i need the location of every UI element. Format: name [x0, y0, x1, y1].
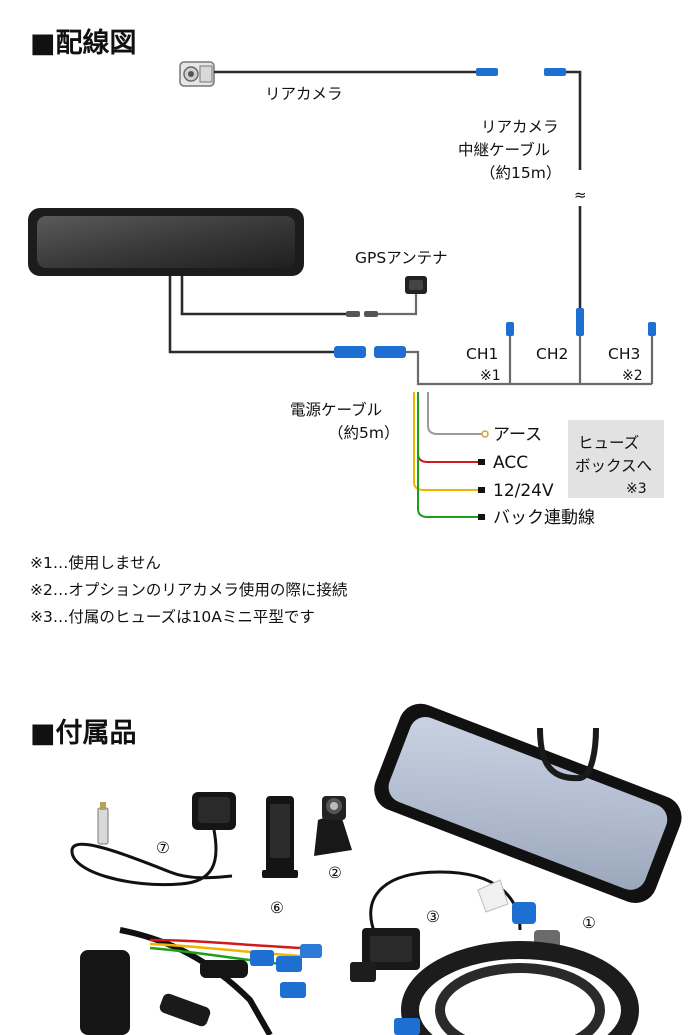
break-mark-icon: ≈: [574, 186, 587, 204]
wire-line: [417, 392, 480, 518]
wire-label: 12/24V: [493, 481, 554, 501]
coil-plug-icon: [394, 1018, 420, 1035]
fuse-box-label-2: ボックスへ: [575, 457, 652, 475]
channel-connector-icon: [506, 308, 656, 336]
gps-antenna-photo-icon: [192, 792, 236, 830]
relay-cable-label-1: リアカメラ: [481, 118, 559, 136]
wire-terminal-icon: [478, 487, 485, 493]
item-number-6: ⑥: [270, 899, 284, 917]
ch2-label: CH2: [536, 345, 568, 363]
relay-cable-upper: [566, 70, 582, 170]
item-number-7: ⑦: [156, 839, 170, 857]
power-harness-photo-icon: [80, 927, 322, 1035]
wire-line: [427, 392, 482, 435]
mounting-clip-icon: [262, 796, 298, 878]
mirror-main-cable: [168, 276, 334, 354]
gps-label: GPSアンテナ: [355, 249, 448, 267]
mirror-gps-cable: [180, 276, 346, 316]
fuse-note: ※3: [626, 481, 647, 497]
power-cable-label-2: （約5m）: [328, 424, 399, 442]
harness-trunk: [406, 350, 652, 386]
wire-terminal-icon: [478, 459, 485, 465]
cable-coil-icon: [401, 941, 639, 1035]
wiring-title: ■配線図: [30, 27, 137, 59]
gps-connector-icon: [346, 311, 378, 317]
item-number-3: ③: [426, 908, 440, 926]
rear-camera-icon: [179, 61, 215, 87]
relay-cable-label-2: 中継ケーブル: [458, 140, 550, 159]
rear-camera-photo-icon: [314, 796, 352, 856]
note-3: ※3…付属のヒューズは10Aミニ平型です: [30, 608, 315, 626]
ch3-note: ※2: [622, 368, 643, 384]
cable-connector-photo-icon: [350, 928, 420, 982]
cable-coil-inner-icon: [435, 963, 605, 1035]
ch1-label: CH1: [466, 345, 498, 363]
wire-label: バック連動線: [493, 508, 595, 528]
mirror-photo-icon: [374, 703, 682, 904]
wire-group: アース ACC 12/24V バック連動線: [413, 392, 595, 528]
note-2: ※2…オプションのリアカメラ使用の際に接続: [30, 581, 348, 599]
fuse-box-area: [568, 420, 664, 498]
power-cable-label-1: 電源ケーブル: [290, 400, 382, 419]
wire-label: ACC: [493, 453, 528, 473]
blue-plug-photo-icon: [477, 879, 560, 954]
gps-antenna-icon: [405, 276, 427, 294]
item-number-2: ②: [328, 864, 342, 882]
wire-terminal-icon: [478, 514, 485, 520]
ground-terminal-icon: [481, 430, 489, 438]
usb-connector-icon: [97, 802, 109, 845]
accessories-title: ■付属品: [30, 718, 137, 749]
fuse-box-label-1: ヒューズ: [578, 434, 639, 452]
wire-line: [413, 392, 480, 491]
blue-connector-icon: [476, 68, 566, 76]
note-1: ※1…使用しません: [30, 554, 161, 572]
gps-antenna-cable-icon: [70, 829, 233, 887]
rear-camera-label: リアカメラ: [265, 85, 343, 103]
ch3-label: CH3: [608, 345, 640, 363]
ch1-note: ※1: [480, 368, 501, 384]
item-number-1: ①: [582, 914, 596, 932]
relay-cable-label-3: （約15m）: [480, 164, 561, 182]
mirror-monitor-icon: [28, 208, 304, 276]
main-connector-icon: [334, 346, 406, 358]
mirror-cable-icon: [537, 727, 599, 782]
wire-label: アース: [493, 425, 542, 445]
gps-cable: [378, 294, 418, 316]
